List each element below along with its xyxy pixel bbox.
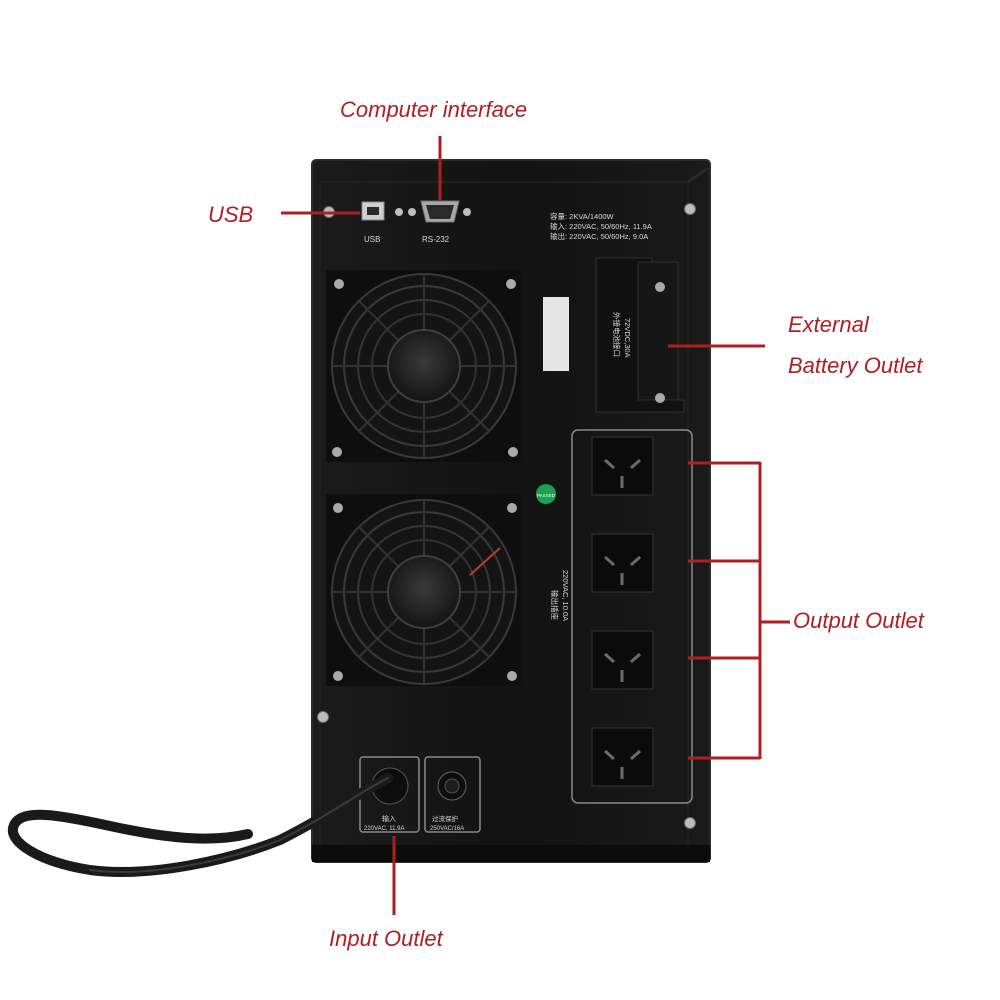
output-sockets-label: 输出插座 xyxy=(550,590,560,620)
serial-sticker xyxy=(543,297,569,371)
output-sockets-rating: 220VAC, 10.0A xyxy=(561,570,570,621)
output-socket-2 xyxy=(591,533,654,593)
spec-input: 输入: 220VAC, 50/60Hz, 11.9A xyxy=(550,221,652,231)
breaker-rating: 250VAC/16A xyxy=(430,826,464,832)
output-socket-3 xyxy=(591,630,654,690)
cooling-fan-top xyxy=(326,270,521,462)
ground-sticker-text: PASSED xyxy=(537,493,556,498)
output-outlet-callout: Output Outlet xyxy=(793,608,924,633)
external-battery-callout-line1: External xyxy=(788,312,869,337)
spec-label: 容量: 2KVA/1400W 输入: 220VAC, 50/60Hz, 11.9… xyxy=(550,211,652,241)
battery-port-panel: 外接电池接口 72VDC,30A xyxy=(595,257,685,413)
rs232-port xyxy=(420,200,460,223)
input-rating: 220VAC, 11.9A xyxy=(364,826,404,832)
computer-interface-callout: Computer interface xyxy=(340,97,528,122)
rs232-screw-left xyxy=(408,208,416,216)
spec-capacity: 容量: 2KVA/1400W xyxy=(550,211,615,221)
spec-output: 输出: 220VAC, 50/60Hz, 9.0A xyxy=(550,231,648,241)
usb-screw xyxy=(395,208,403,216)
usb-port-label: USB xyxy=(364,235,380,244)
chassis-screws xyxy=(317,203,696,829)
external-battery-callout-line2: Battery Outlet xyxy=(788,353,923,378)
battery-port-label: 外接电池接口 xyxy=(612,312,622,357)
usb-port xyxy=(361,201,385,221)
output-sockets-panel: 输出插座 220VAC, 10.0A xyxy=(550,429,693,804)
usb-callout: USB xyxy=(208,202,254,227)
breaker-label: 过流保护 xyxy=(432,814,458,823)
callout-lines xyxy=(281,136,790,915)
rs232-screw-right xyxy=(463,208,471,216)
output-socket-1 xyxy=(591,436,654,496)
input-outlet-callout: Input Outlet xyxy=(329,926,443,951)
cooling-fan-bottom xyxy=(326,494,521,686)
input-label: 输入 xyxy=(382,814,396,823)
ground-sticker: PASSED xyxy=(536,484,556,504)
battery-port-rating: 72VDC,30A xyxy=(623,318,632,358)
rs232-port-label: RS-232 xyxy=(422,235,450,244)
output-socket-4 xyxy=(591,727,654,787)
breaker-panel: 过流保护 250VAC/16A xyxy=(424,756,481,833)
power-cord xyxy=(7,773,393,877)
